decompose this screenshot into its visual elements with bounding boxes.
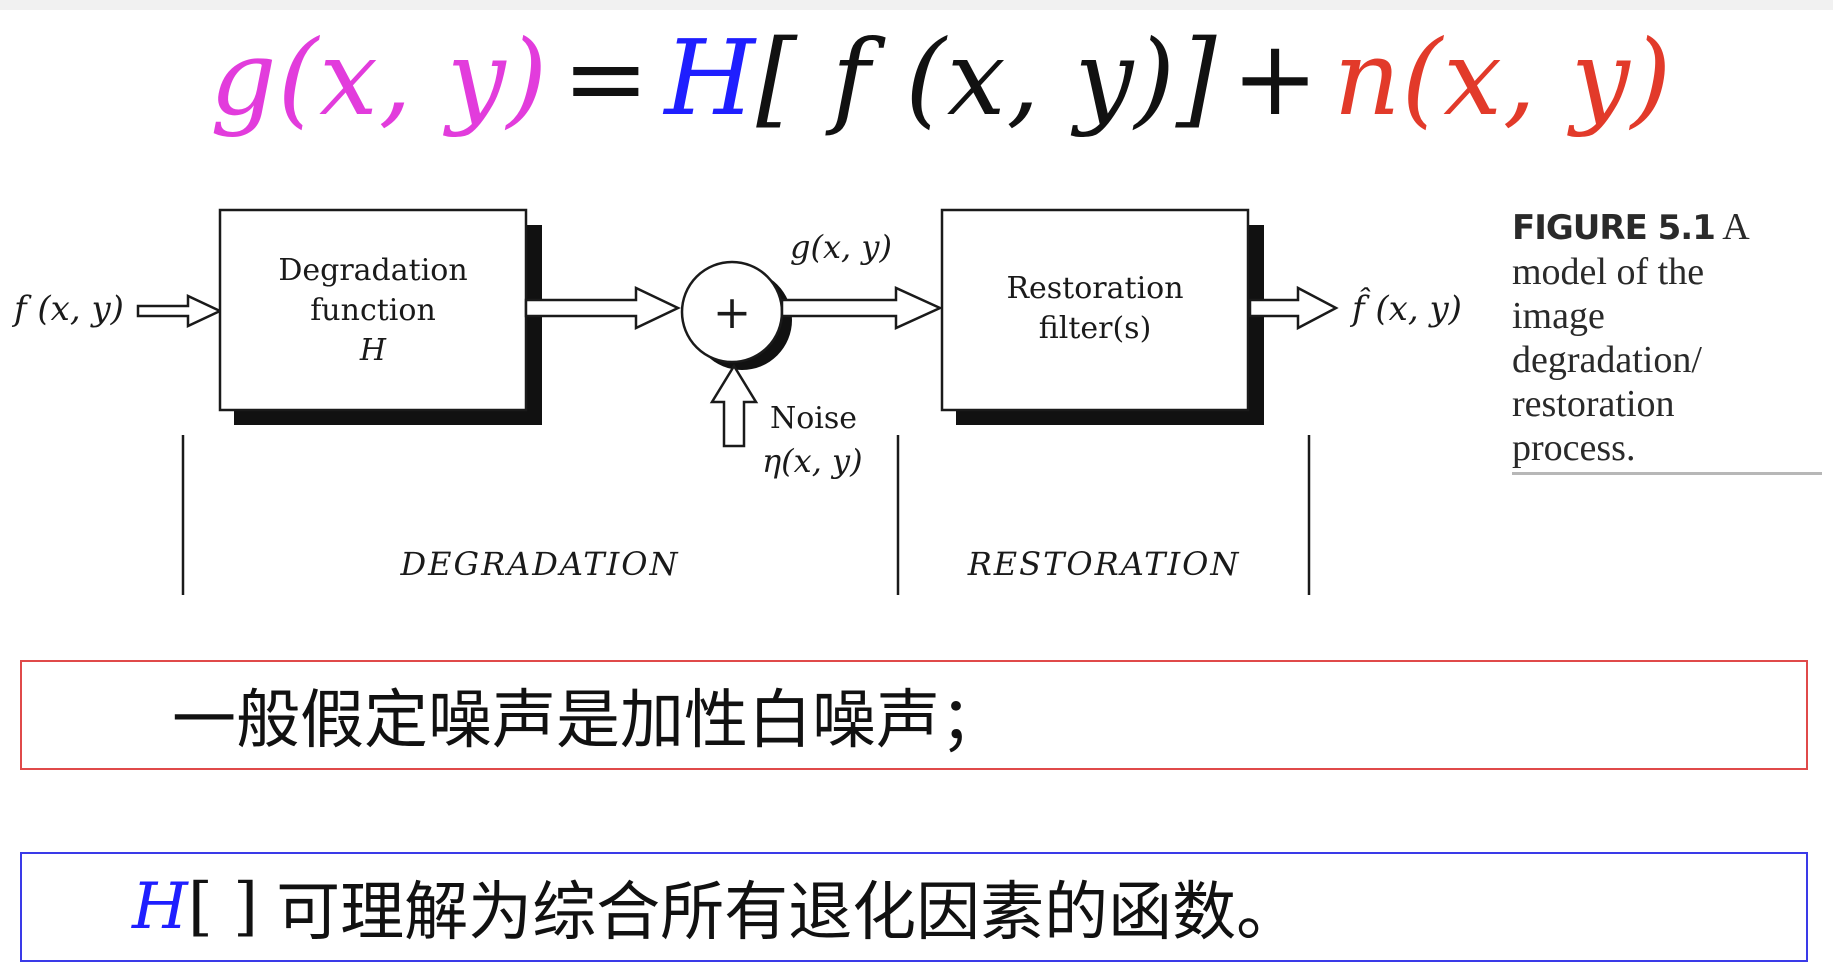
output-label: f̂ (x, y) [1349, 287, 1462, 329]
caption-line-2: model of the [1512, 251, 1705, 293]
H-symbol: H [132, 870, 188, 944]
section-degradation-label: DEGRADATION [399, 545, 679, 583]
degradation-box-line1: Degradation [278, 253, 467, 288]
degradation-to-adder-arrow [524, 286, 681, 330]
noise-arrow [709, 363, 759, 448]
H-brackets: [ ] [187, 870, 259, 944]
degradation-restoration-diagram: f (x, y) Degradation function H + g(x, y… [11, 208, 1462, 595]
input-label: f (x, y) [11, 289, 124, 329]
caption-line-3: image [1512, 295, 1605, 337]
restoration-box [940, 208, 1250, 412]
degradation-box-line2: function [310, 293, 436, 328]
noise-label: Noise [770, 401, 857, 436]
caption-line-5: restoration [1512, 383, 1675, 425]
equation-equals-sign: = [562, 17, 651, 139]
equation-noise-term: n(x, y) [1333, 17, 1673, 139]
degradation-equation: g(x, y) = H [ f (x, y)] + n(x, y) [210, 18, 1672, 138]
equation-plus-sign: + [1231, 17, 1320, 139]
H-explanation-box: H [ ] 可理解为综合所有退化因素的函数。 [20, 852, 1808, 962]
restoration-box-line1: Restoration [1006, 271, 1183, 306]
restoration-box-line2: filter(s) [1039, 311, 1152, 346]
figure-caption: FIGURE 5.1 A model of the image degradat… [1512, 205, 1822, 470]
section-restoration-label: RESTORATION [967, 545, 1241, 583]
input-arrow [136, 294, 223, 328]
degradation-box-line3: H [359, 333, 387, 368]
caption-divider [1512, 472, 1822, 475]
equation-operator-H: H [664, 17, 757, 139]
degradation-box [218, 208, 528, 412]
equation-output-term: g(x, y) [210, 17, 549, 139]
adder-output-label: g(x, y) [790, 228, 892, 266]
caption-line-1: A [1722, 206, 1750, 248]
noise-symbol: η(x, y) [762, 442, 863, 480]
figure-number: FIGURE 5.1 [1512, 208, 1716, 248]
output-arrow [1248, 285, 1339, 331]
adder-to-restoration-arrow [780, 286, 944, 330]
caption-line-4: degradation/ [1512, 339, 1702, 381]
noise-assumption-text: 一般假定噪声是加性白噪声； [172, 684, 1004, 758]
adder-plus-symbol: + [713, 285, 752, 339]
top-strip [0, 0, 1833, 10]
equation-operator-argument: [ f (x, y)] [756, 17, 1218, 139]
caption-line-6: process. [1512, 427, 1636, 469]
noise-assumption-box: 一般假定噪声是加性白噪声； [20, 660, 1808, 770]
H-explanation-text: 可理解为综合所有退化因素的函数。 [276, 876, 1301, 950]
